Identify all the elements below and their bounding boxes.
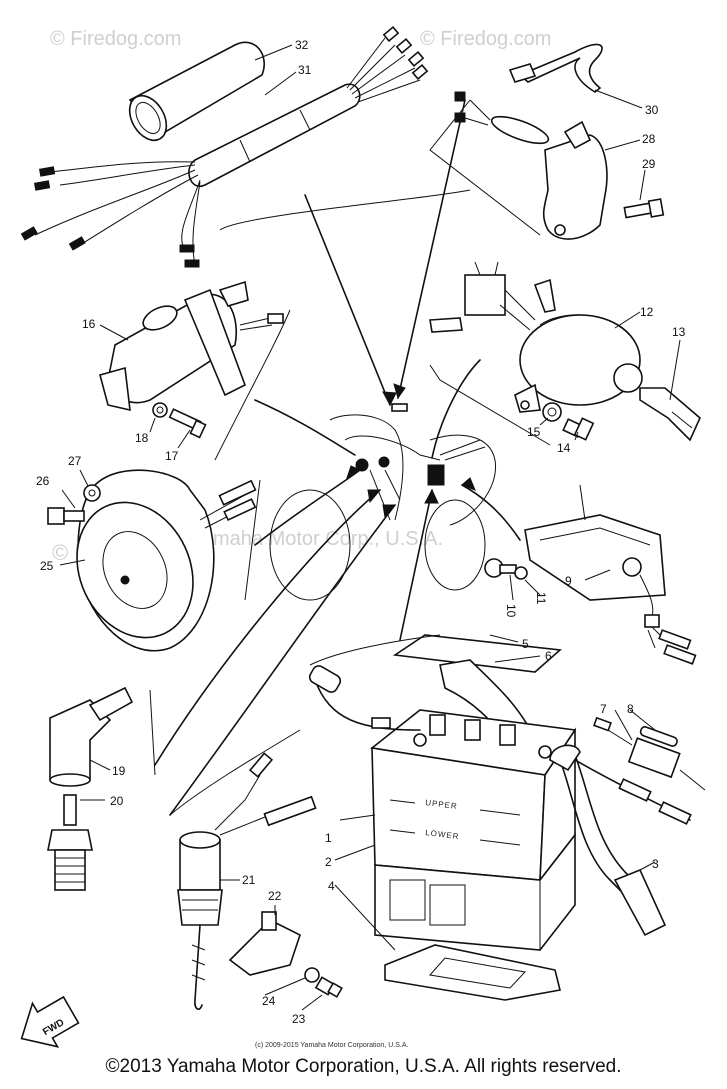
callout-2: 2 <box>325 855 332 869</box>
callout-5: 5 <box>522 637 529 651</box>
part-28-switch <box>454 91 608 240</box>
fwd-arrow: FWD <box>20 995 80 1048</box>
part-30-clamp <box>508 43 603 93</box>
part-9-relay <box>524 514 697 665</box>
part-21-sensor <box>177 752 317 1010</box>
callout-leaders <box>59 44 681 1011</box>
part-14-screw <box>562 417 595 441</box>
part-1-battery: UPPER LOWER <box>370 709 577 883</box>
callout-17: 17 <box>165 449 179 463</box>
callout-22: 22 <box>268 889 282 903</box>
part-23-screw <box>314 976 343 998</box>
callout-28: 28 <box>642 132 656 146</box>
callout-1: 1 <box>325 831 332 845</box>
part-27-washer <box>83 484 101 502</box>
part-32-boot <box>128 41 265 142</box>
group-outlines <box>149 99 586 816</box>
part-22-bracket <box>228 911 301 976</box>
watermark-center: Yamaha Motor Corp., U.S.A. <box>190 528 443 550</box>
part-11-washer <box>514 566 528 580</box>
callout-18: 18 <box>135 431 149 445</box>
part-31-wire-harness <box>20 25 429 268</box>
part-15-washer <box>542 402 562 422</box>
callout-20: 20 <box>110 794 124 808</box>
callout-4: 4 <box>328 879 335 893</box>
part-24-washer <box>304 967 320 983</box>
callout-21: 21 <box>242 873 256 887</box>
part-2-battery-case <box>374 832 576 951</box>
callout-6: 6 <box>545 649 552 663</box>
callout-16: 16 <box>82 317 96 331</box>
battery-lower-label: LOWER <box>425 828 460 841</box>
part-8-fuse <box>639 726 678 747</box>
watermark-right: © Firedog.com <box>420 28 551 50</box>
watermark-top: © Firedog.com <box>50 28 181 50</box>
part-25-horn <box>76 469 257 652</box>
callout-31: 31 <box>298 63 312 77</box>
part-5-battery-strap <box>392 634 562 673</box>
callout-25: 25 <box>40 559 54 573</box>
callout-27: 27 <box>68 454 82 468</box>
part-7-fuse-holder <box>593 716 706 791</box>
part-18-washer <box>152 402 168 418</box>
part-4-battery-pad <box>384 944 561 1001</box>
part-19-plug-cap <box>49 686 134 787</box>
callout-23: 23 <box>292 1012 306 1026</box>
frame-sketch <box>269 403 496 601</box>
copyright-footer: ©2013 Yamaha Motor Corporation, U.S.A. A… <box>105 1056 622 1077</box>
callout-19: 19 <box>112 764 126 778</box>
callout-11: 11 <box>534 592 548 605</box>
callout-9: 9 <box>565 574 572 588</box>
callout-32: 32 <box>295 38 309 52</box>
callout-12: 12 <box>640 305 654 319</box>
fine-print: (c) 2009-2015 Yamaha Motor Corporation, … <box>255 1042 408 1049</box>
part-10-screw <box>484 558 517 578</box>
part-20-spark-plug <box>47 794 93 891</box>
part-13-key <box>639 387 701 442</box>
part-26-bolt <box>47 507 85 525</box>
callout-numbers: 1 2 3 4 5 6 7 8 9 10 11 12 13 14 15 16 1… <box>36 38 686 1026</box>
callout-3: 3 <box>652 857 659 871</box>
part-16-ignition-coil <box>99 280 284 412</box>
callout-14: 14 <box>557 441 571 455</box>
callout-30: 30 <box>645 103 659 117</box>
callout-15: 15 <box>527 425 541 439</box>
part-17-bolt <box>168 408 207 439</box>
battery-cables <box>308 665 692 825</box>
callout-7: 7 <box>600 702 607 716</box>
leader-arrows <box>154 99 521 816</box>
callout-29: 29 <box>642 157 656 171</box>
callout-26: 26 <box>36 474 50 488</box>
battery-upper-label: UPPER <box>425 798 458 811</box>
part-12-main-switch <box>429 261 643 413</box>
callout-10: 10 <box>504 604 518 618</box>
part-29-screw <box>623 198 665 219</box>
callout-24: 24 <box>262 994 276 1008</box>
callout-13: 13 <box>672 325 686 339</box>
callout-8: 8 <box>627 702 634 716</box>
part-3-breather-pipe <box>549 744 667 937</box>
